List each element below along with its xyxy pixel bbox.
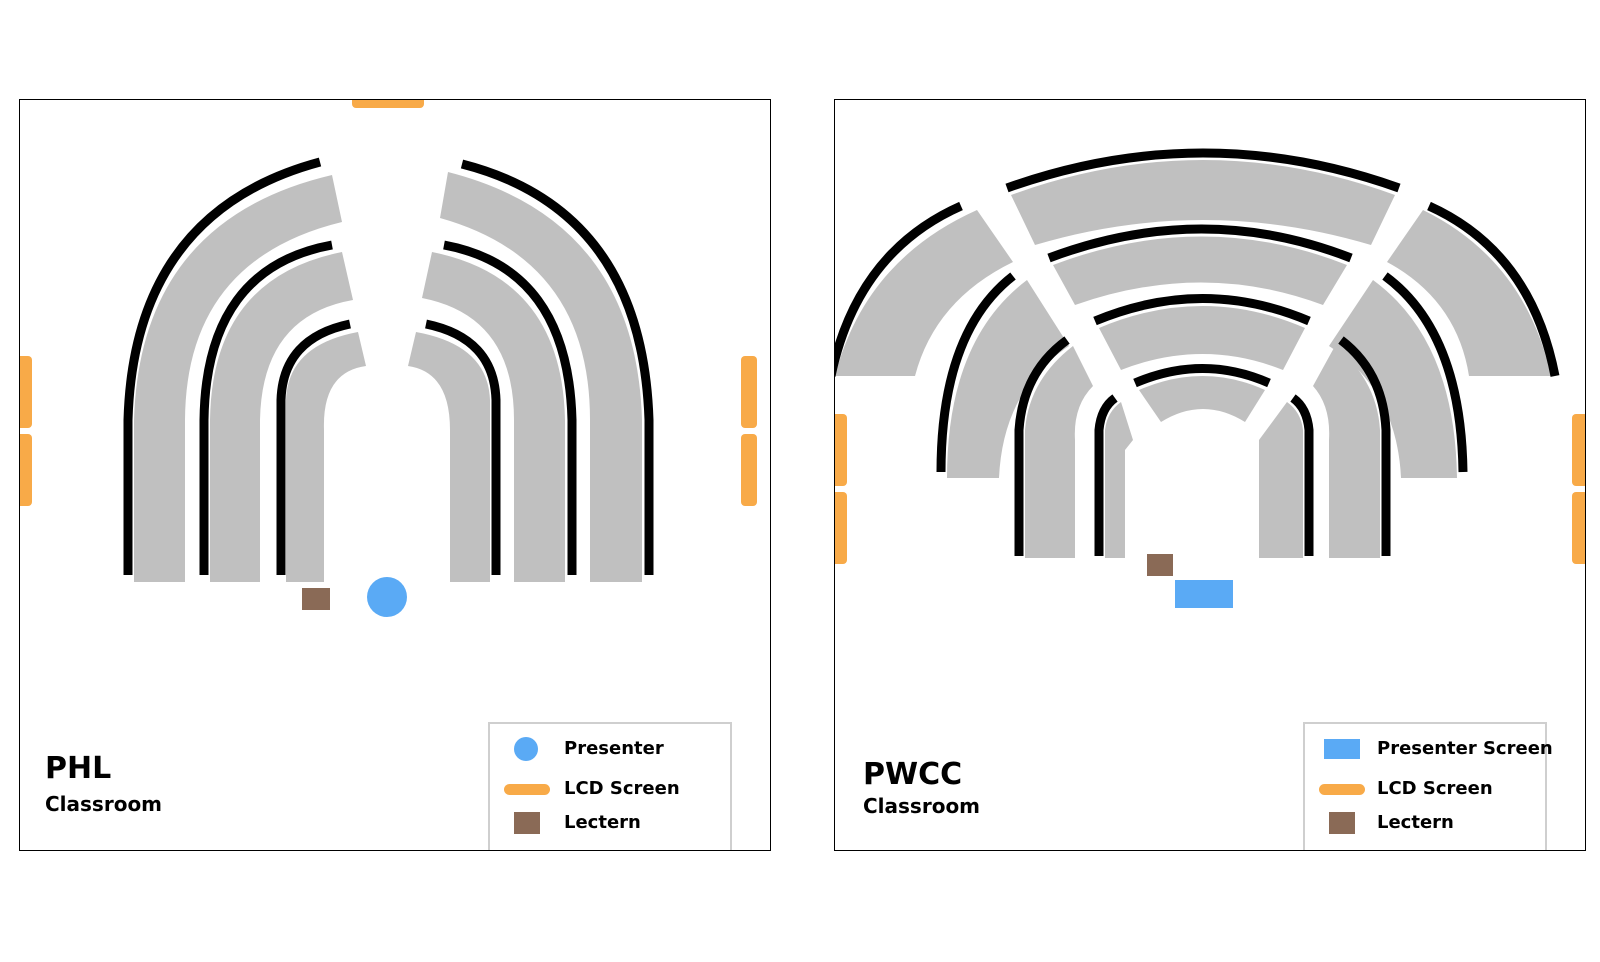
presenter-marker-icon bbox=[514, 737, 538, 761]
room-title: PHL bbox=[45, 751, 112, 786]
pwcc-floorplan: PWCC Classroom Presenter Screen LCD Scre… bbox=[834, 99, 1586, 851]
room-subtitle: Classroom bbox=[863, 794, 981, 818]
wall-back-outer bbox=[1005, 148, 1401, 193]
lcd-screen-right-2 bbox=[1572, 492, 1585, 564]
phl-floorplan: PHL Classroom Presenter LCD Screen Lecte… bbox=[19, 99, 771, 851]
lectern-marker-icon bbox=[1329, 812, 1355, 834]
seat-row-left-inner bbox=[286, 332, 366, 582]
pwcc-seating-right bbox=[1259, 201, 1560, 558]
legend-item-lcd: LCD Screen bbox=[1305, 774, 1545, 804]
phl-presenter bbox=[367, 577, 407, 617]
pwcc-lectern bbox=[1147, 554, 1173, 576]
wall-right-outer bbox=[460, 159, 654, 575]
wall-left-middle bbox=[199, 240, 333, 575]
seat-wedge-left-front bbox=[1105, 402, 1133, 558]
legend-item-lectern: Lectern bbox=[490, 808, 730, 838]
lcd-screen-marker-icon bbox=[504, 784, 550, 795]
wall-front bbox=[1133, 364, 1271, 388]
lcd-screen-right-1 bbox=[1572, 414, 1585, 486]
legend-item-lectern: Lectern bbox=[1305, 808, 1545, 838]
lcd-screen-left-2 bbox=[20, 434, 32, 506]
lcd-screen-left-1 bbox=[835, 414, 847, 486]
wall-left-outer bbox=[835, 201, 963, 377]
legend-item-lcd: LCD Screen bbox=[490, 774, 730, 804]
legend-label: Presenter Screen bbox=[1377, 738, 1553, 759]
legend-item-presenter: Presenter bbox=[490, 734, 730, 764]
legend-label: LCD Screen bbox=[564, 778, 680, 799]
seat-wedge-left-outer bbox=[835, 210, 1013, 376]
wall-right-inner bbox=[1338, 336, 1391, 556]
pwcc-floorplan-drawing bbox=[835, 148, 1585, 608]
seat-row-right-middle bbox=[422, 252, 565, 582]
seat-wedge-right-inner bbox=[1313, 346, 1380, 558]
wall-right-outer bbox=[1427, 201, 1560, 377]
seat-wedge-right-middle bbox=[1329, 280, 1457, 478]
seat-arc-back-outer bbox=[1011, 160, 1395, 245]
phl-seating-right bbox=[408, 159, 654, 582]
legend-label: Lectern bbox=[564, 812, 641, 833]
seat-wedge-left-middle bbox=[947, 280, 1069, 478]
wall-back-middle bbox=[1047, 224, 1353, 263]
pwcc-seating-back bbox=[1005, 148, 1401, 422]
wall-right-middle bbox=[1382, 272, 1468, 473]
legend-label: LCD Screen bbox=[1377, 778, 1493, 799]
lcd-screen-top bbox=[352, 100, 424, 108]
legend: Presenter LCD Screen Lectern bbox=[488, 722, 732, 850]
phl-floorplan-drawing bbox=[20, 100, 757, 617]
wall-left-middle bbox=[936, 272, 1016, 473]
seat-arc-back-inner bbox=[1099, 306, 1305, 370]
seat-arc-front bbox=[1139, 376, 1265, 422]
lcd-screen-left-2 bbox=[835, 492, 847, 564]
wall-right-middle bbox=[443, 240, 577, 575]
presenter-screen-marker-icon bbox=[1324, 739, 1360, 759]
legend-label: Lectern bbox=[1377, 812, 1454, 833]
room-subtitle: Classroom bbox=[45, 792, 163, 816]
lcd-screen-right-2 bbox=[741, 434, 757, 506]
wall-right-inner bbox=[425, 319, 501, 575]
lectern-marker-icon bbox=[514, 812, 540, 834]
wall-left-outer bbox=[123, 157, 322, 575]
legend: Presenter Screen LCD Screen Lectern bbox=[1303, 722, 1553, 850]
legend-label: Presenter bbox=[564, 738, 664, 759]
seat-row-left-middle bbox=[210, 252, 353, 582]
seat-wedge-right-front bbox=[1259, 402, 1303, 558]
legend-item-presenter-screen: Presenter Screen bbox=[1305, 734, 1553, 764]
phl-lectern bbox=[302, 588, 330, 610]
wall-back-inner bbox=[1093, 294, 1311, 326]
pwcc-seating-left bbox=[835, 201, 1133, 558]
seat-row-right-inner bbox=[408, 332, 490, 582]
seat-wedge-right-outer bbox=[1387, 210, 1551, 376]
pwcc-presenter-screen bbox=[1175, 580, 1233, 608]
seat-arc-back-middle bbox=[1053, 236, 1347, 305]
seat-row-right-outer bbox=[440, 172, 642, 582]
wall-right-front bbox=[1290, 394, 1314, 556]
lcd-screen-marker-icon bbox=[1319, 784, 1365, 795]
phl-seating-left bbox=[123, 157, 366, 582]
wall-left-inner bbox=[1014, 336, 1070, 556]
pwcc-lcd-screens bbox=[835, 414, 1585, 564]
wall-left-front bbox=[1094, 394, 1118, 556]
lcd-screen-left-1 bbox=[20, 356, 32, 428]
phl-lcd-screens bbox=[20, 100, 757, 506]
lcd-screen-right-1 bbox=[741, 356, 757, 428]
seat-wedge-left-inner bbox=[1025, 346, 1093, 558]
seat-row-left-outer bbox=[134, 175, 342, 582]
wall-left-inner bbox=[276, 319, 351, 575]
room-title: PWCC bbox=[863, 757, 963, 792]
